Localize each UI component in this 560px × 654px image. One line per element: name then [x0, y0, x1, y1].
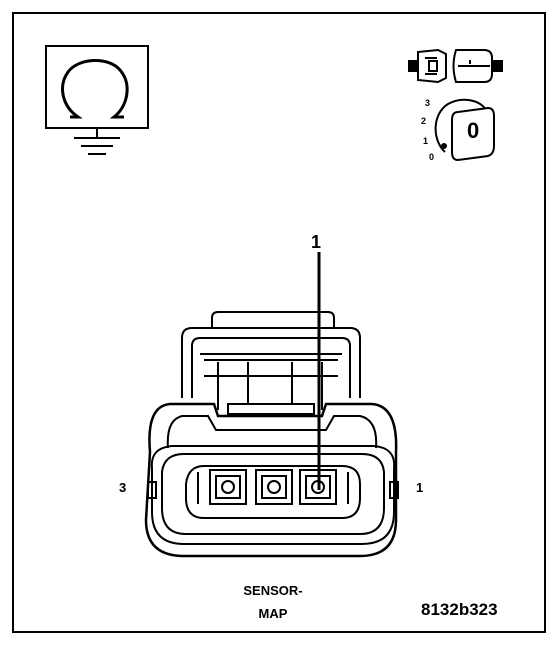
ignition-position-2: 2 [421, 116, 427, 126]
pin-label-left: 3 [119, 480, 127, 495]
ignition-position-0: 0 [429, 152, 435, 162]
connector-caption-line1: SENSOR- [243, 583, 303, 598]
pin-label-right: 1 [416, 480, 424, 495]
ignition-position-1: 1 [423, 136, 429, 146]
ignition-position-3: 3 [425, 98, 431, 108]
connector-face [144, 311, 399, 558]
callout-number: 1 [311, 232, 322, 252]
ignition-key-label: 0 [467, 118, 480, 143]
diagram-frame [12, 12, 546, 633]
disconnected-connector-icon [408, 48, 503, 84]
connector-caption-line2: MAP [258, 606, 288, 621]
ohmmeter-ground-icon [45, 45, 149, 155]
ignition-key-off-icon [434, 98, 495, 162]
figure-reference-code: 8132b323 [421, 600, 498, 619]
